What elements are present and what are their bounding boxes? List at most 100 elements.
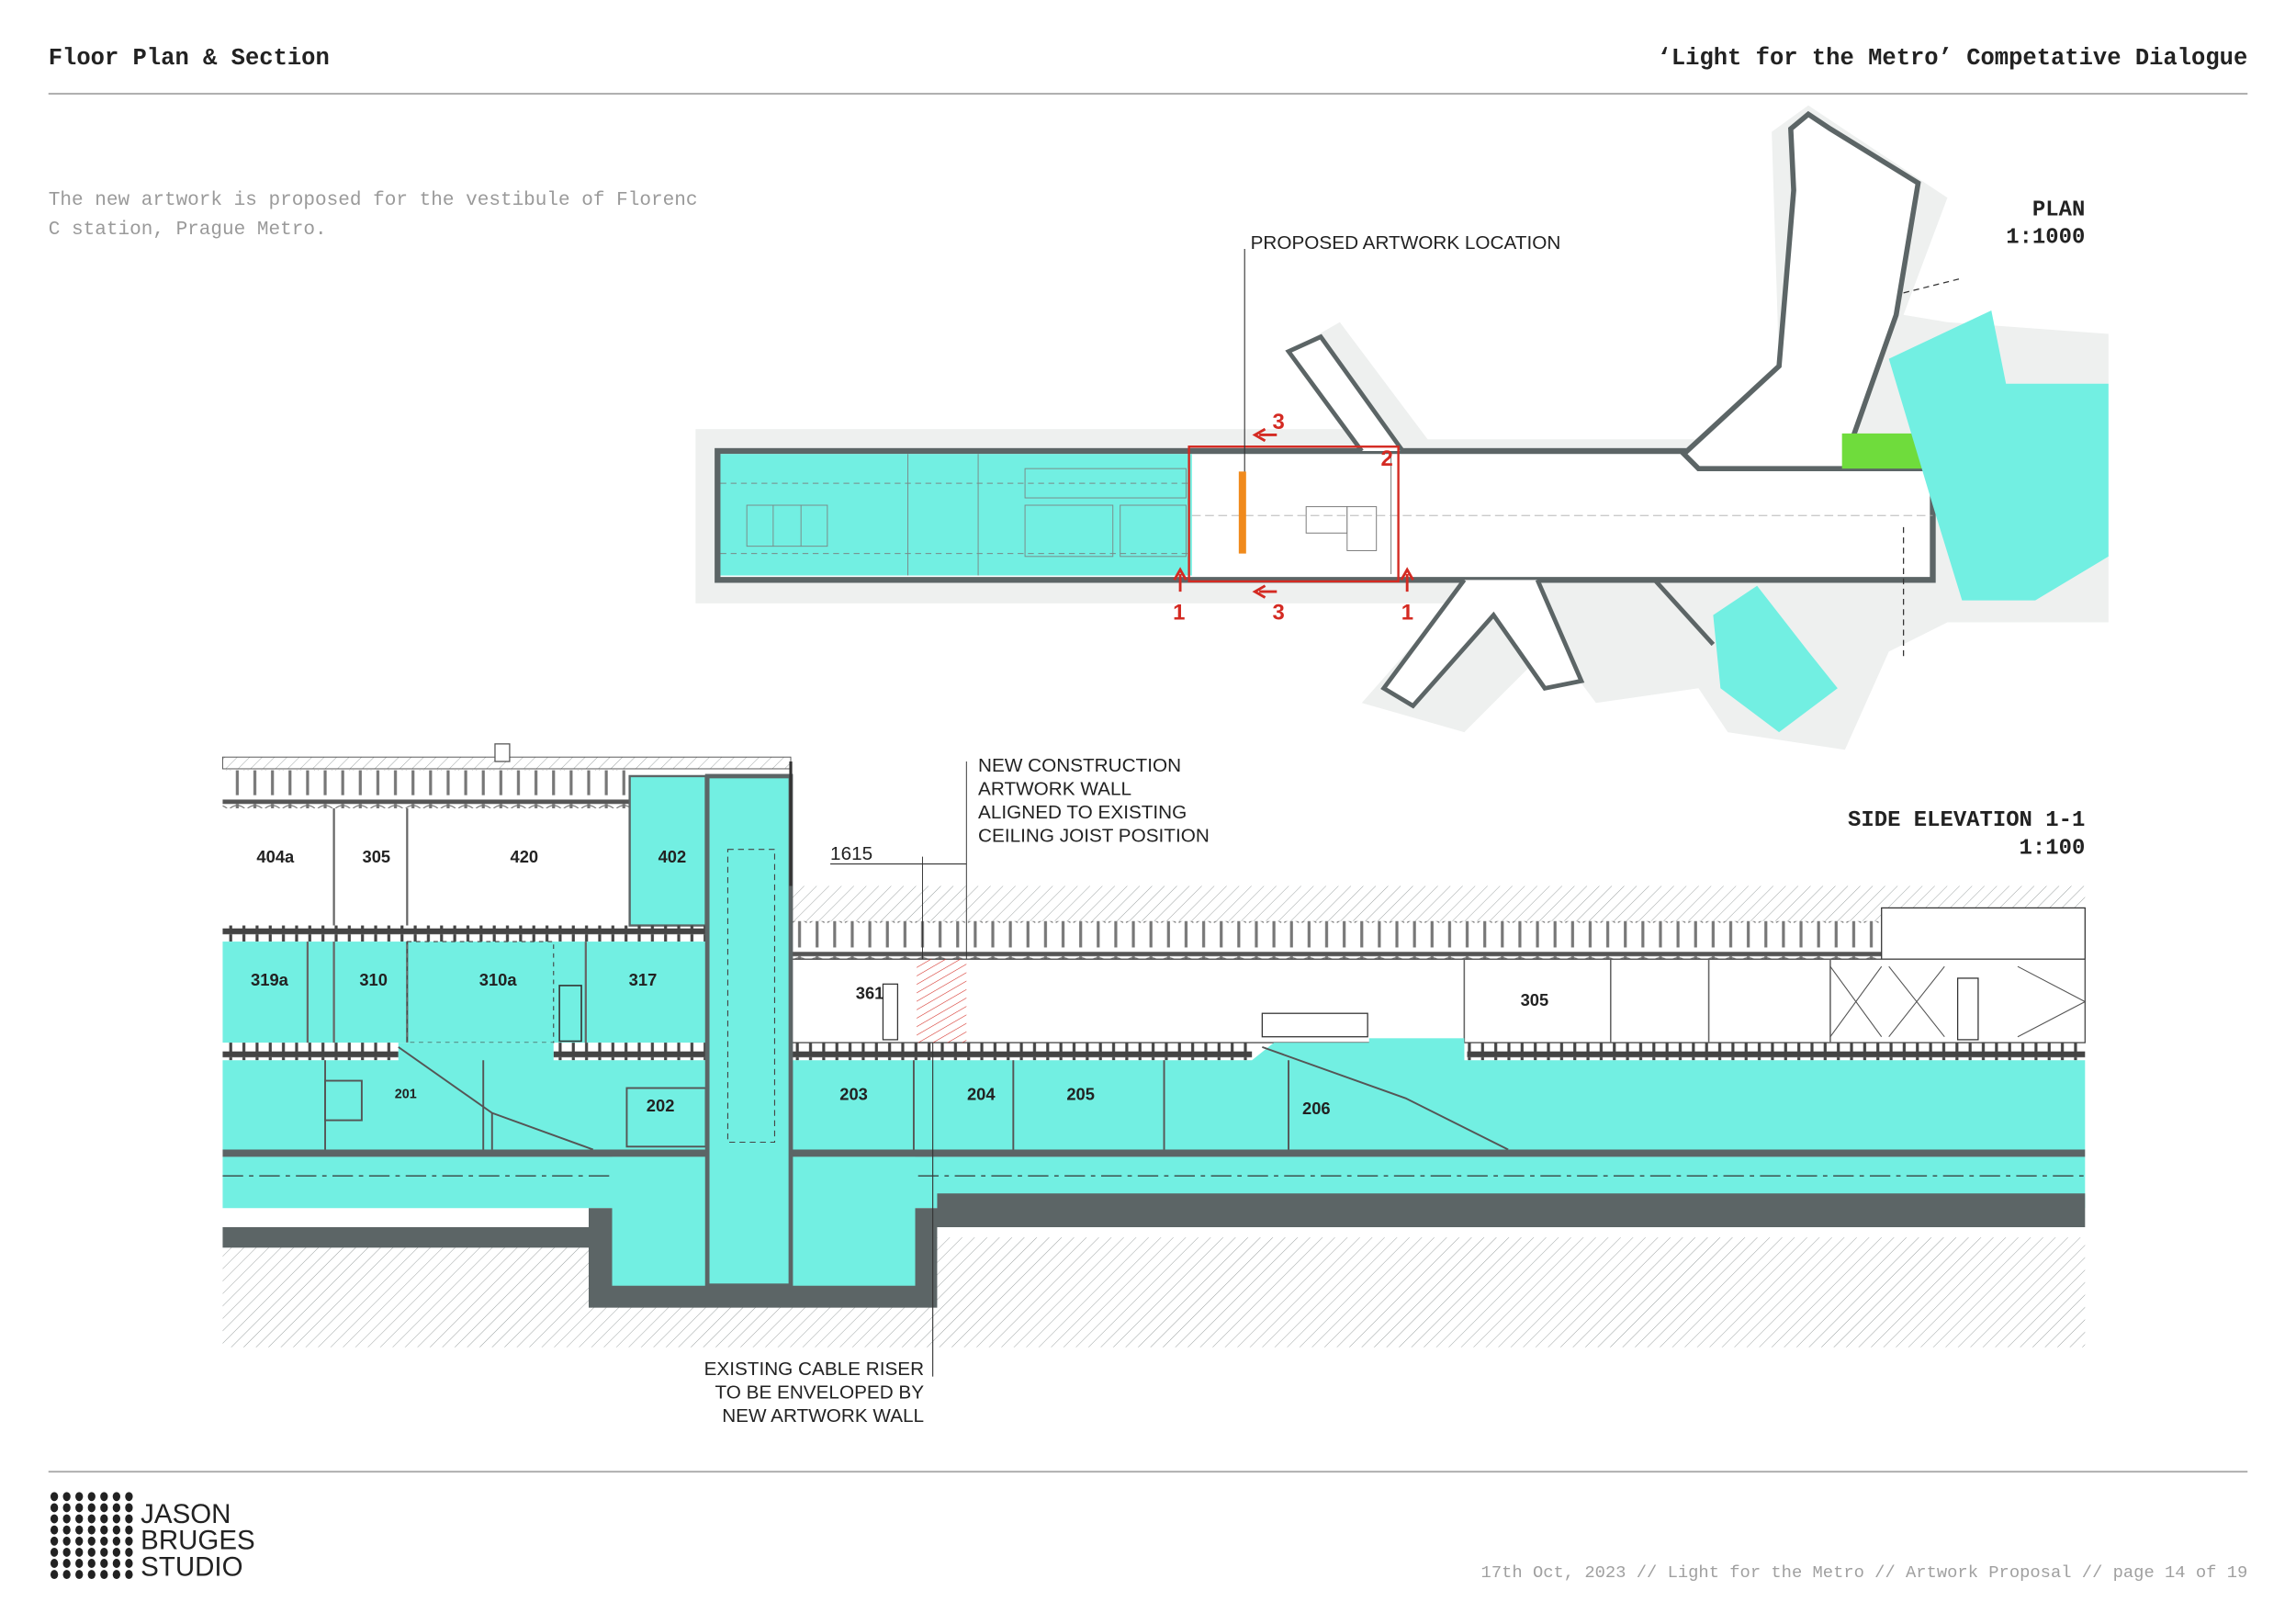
room-label: 319a: [251, 970, 289, 989]
page-footer: JASON BRUGES STUDIO 17th Oct, 2023 // Li…: [48, 1471, 2248, 1583]
room-label: 305: [1521, 990, 1549, 1009]
logo-dot: [87, 1559, 96, 1568]
logo-dot: [125, 1570, 133, 1580]
section-2-label: 2: [1380, 446, 1392, 471]
room-label: 310: [359, 970, 388, 989]
logo-dot: [87, 1525, 96, 1535]
logo-dot: [62, 1492, 71, 1502]
note-line: TO BE ENVELOPED BY: [715, 1382, 924, 1403]
intro-text: The new artwork is proposed for the vest…: [49, 189, 698, 241]
logo-dot: [75, 1503, 84, 1513]
logo-dot: [87, 1514, 96, 1524]
intro-line-2: C station, Prague Metro.: [49, 219, 327, 241]
section-1-left-label: 1: [1173, 600, 1185, 625]
logo-dot: [125, 1492, 133, 1502]
room-label: 203: [839, 1084, 868, 1103]
section-title: SIDE ELEVATION 1-1: [1848, 808, 2085, 833]
room-label: 361: [856, 983, 884, 1002]
logo-dot: [50, 1536, 59, 1546]
note-line: EXISTING CABLE RISER: [704, 1359, 924, 1380]
logo-dot: [87, 1547, 96, 1557]
logo-dot: [62, 1559, 71, 1568]
logo-dot: [75, 1536, 84, 1546]
new-wall-note: NEW CONSTRUCTION ARTWORK WALL ALIGNED TO…: [978, 755, 1210, 847]
logo-dot: [75, 1570, 84, 1580]
room-label: 317: [629, 970, 658, 989]
artwork-area-highlight: [1187, 445, 1400, 583]
logo-dot: [100, 1536, 108, 1546]
dimension-label: 1615: [830, 843, 872, 864]
room-label: 205: [1066, 1084, 1095, 1103]
note-line: CEILING JOIST POSITION: [978, 826, 1210, 847]
footer-info: 17th Oct, 2023 // Light for the Metro //…: [1481, 1562, 2248, 1583]
room-label: 204: [967, 1084, 996, 1103]
page-header: Floor Plan & Section ‘Light for the Metr…: [49, 45, 2248, 95]
logo-dot: [87, 1570, 96, 1580]
section-scale: 1:100: [2020, 836, 2086, 861]
section-1-right-label: 1: [1401, 600, 1413, 625]
logo-dot: [100, 1514, 108, 1524]
cable-riser-shaft: [704, 773, 793, 1289]
logo-dot: [62, 1570, 71, 1580]
logo-dot: [87, 1492, 96, 1502]
new-artwork-wall: [917, 959, 967, 1043]
section-3-bottom-label: 3: [1273, 600, 1285, 625]
room-label: 402: [658, 847, 687, 866]
logo-dot: [87, 1536, 96, 1546]
plan-title: PLAN: [2032, 197, 2085, 222]
section-3-top-label: 3: [1273, 410, 1285, 434]
room-label: 202: [647, 1096, 675, 1115]
logo-dot: [50, 1559, 59, 1568]
logo-dot: [112, 1492, 121, 1502]
logo-dot: [62, 1503, 71, 1513]
logo-dot: [125, 1547, 133, 1557]
logo-dot: [100, 1525, 108, 1535]
logo-dot: [100, 1559, 108, 1568]
logo-dot: [100, 1547, 108, 1557]
room-label: 201: [395, 1088, 417, 1102]
logo-dot: [62, 1547, 71, 1557]
logo-dot: [112, 1559, 121, 1568]
studio-logo: JASON BRUGES STUDIO: [50, 1492, 255, 1582]
room-label: 404a: [256, 847, 295, 866]
side-elevation-section: 1615 NEW CONSTRUCTION ARTWORK WALL ALIGN…: [221, 743, 2087, 1427]
logo-dot: [112, 1525, 121, 1535]
logo-dot: [75, 1525, 84, 1535]
logo-line: STUDIO: [141, 1551, 242, 1582]
floor-plan: PROPOSED ARTWORK LOCATION 3 3 1 1 2 PLAN…: [695, 105, 2109, 750]
room-label: 310a: [479, 970, 518, 989]
logo-dot: [125, 1559, 133, 1568]
logo-dot: [62, 1514, 71, 1524]
note-line: NEW CONSTRUCTION: [978, 755, 1181, 776]
logo-dot: [50, 1514, 59, 1524]
logo-dot: [50, 1503, 59, 1513]
arrow-left-icon: [1252, 584, 1277, 599]
logo-dot: [112, 1536, 121, 1546]
logo-dot: [112, 1570, 121, 1580]
logo-dot: [125, 1536, 133, 1546]
logo-dot: [125, 1503, 133, 1513]
logo-dot: [75, 1492, 84, 1502]
room-label: 305: [363, 847, 391, 866]
logo-dot: [125, 1525, 133, 1535]
note-line: ARTWORK WALL: [978, 779, 1131, 800]
logo-dot: [62, 1525, 71, 1535]
arrow-left-icon: [1252, 427, 1277, 443]
page-title: Floor Plan & Section: [49, 45, 330, 72]
proposed-artwork-marker: [1238, 471, 1246, 554]
project-title: ‘Light for the Metro’ Competative Dialog…: [1658, 45, 2248, 72]
room-label: 420: [511, 847, 539, 866]
logo-dot: [75, 1514, 84, 1524]
logo-dot: [62, 1536, 71, 1546]
logo-dot: [75, 1547, 84, 1557]
logo-dot: [50, 1492, 59, 1502]
arrow-up-icon: [1173, 567, 1187, 592]
logo-dot: [112, 1503, 121, 1513]
logo-dot: [112, 1547, 121, 1557]
logo-dot: [112, 1514, 121, 1524]
logo-dot-grid: [50, 1492, 133, 1580]
logo-dot: [100, 1503, 108, 1513]
logo-dot: [50, 1570, 59, 1580]
artwork-location-callout: PROPOSED ARTWORK LOCATION: [1251, 232, 1561, 254]
